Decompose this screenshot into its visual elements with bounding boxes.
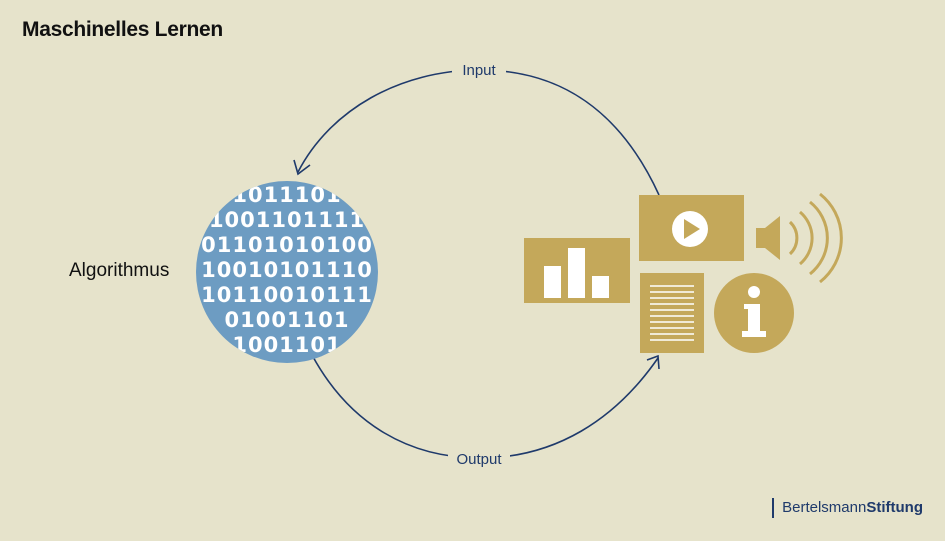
algorithm-circle bbox=[196, 181, 378, 363]
output-label-bg bbox=[448, 448, 510, 470]
binary-row: 10110010111 bbox=[201, 283, 373, 307]
brand-name-part2: Stiftung bbox=[866, 499, 923, 516]
algorithm-label: Algorithmus bbox=[69, 260, 169, 281]
input-label-bg bbox=[452, 59, 506, 81]
speaker-icon bbox=[756, 192, 843, 284]
output-label: Output bbox=[456, 451, 502, 468]
binary-row: 1001101111 bbox=[209, 208, 365, 232]
binary-row: 1011101 bbox=[232, 183, 341, 207]
input-arrow bbox=[297, 69, 660, 196]
document-icon bbox=[640, 273, 704, 353]
binary-row: 01101010100 bbox=[201, 233, 373, 257]
bar-chart-icon bbox=[524, 238, 630, 303]
output-arrowhead bbox=[646, 354, 660, 370]
info-icon bbox=[714, 273, 794, 353]
input-label: Input bbox=[462, 62, 496, 79]
video-play-icon bbox=[639, 195, 744, 261]
binary-row: 1001101 bbox=[232, 333, 341, 357]
input-arrowhead bbox=[293, 159, 311, 176]
binary-row: 10010101110 bbox=[201, 258, 373, 282]
output-arrow bbox=[311, 354, 659, 459]
page-title: Maschinelles Lernen bbox=[22, 18, 223, 41]
brand-name-part1: Bertelsmann bbox=[782, 499, 867, 516]
brand-logo: BertelsmannStiftung bbox=[772, 498, 923, 518]
binary-row: 01001101 bbox=[225, 308, 350, 332]
binary-digits: 1011101 1001101111 01101010100 100101011… bbox=[201, 183, 373, 357]
